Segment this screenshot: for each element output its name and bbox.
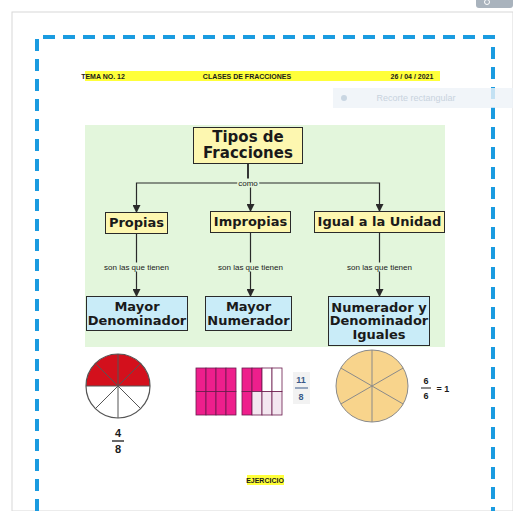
connector-label: son las que tienen (346, 262, 413, 271)
connector (137, 164, 249, 212)
box-text: Tipos de Fracciones (194, 130, 302, 162)
root-box: Tipos de Fracciones (193, 127, 303, 164)
connector (248, 164, 380, 211)
box-text: Mayor Numerador (206, 300, 291, 327)
property-box: Mayor Numerador (205, 296, 292, 331)
equals-one: = 1 (437, 384, 450, 394)
date-text: 26 / 04 / 2021 (391, 73, 434, 80)
box-text: Numerador y Denominador Iguales (329, 301, 429, 342)
denominator: 8 (298, 392, 303, 402)
property-box: Mayor Denominador (86, 296, 188, 331)
fraction-bar (295, 388, 308, 389)
zoom-icon (485, 0, 490, 5)
connector-label: son las que tienen (103, 263, 170, 272)
header-highlight (85, 71, 440, 81)
map-background (85, 125, 445, 347)
numerator: 11 (296, 375, 306, 385)
fraction-bar (421, 388, 431, 389)
denominator: 6 (423, 391, 428, 401)
fraction-grid (196, 368, 282, 415)
category-box: Propias (105, 212, 168, 234)
topic-number: TEMA NO. 12 (81, 73, 125, 80)
ui-overlay-icon (341, 95, 347, 101)
header-title: CLASES DE FRACCIONES (203, 73, 291, 80)
exercise-heading: EJERCICIO (246, 477, 284, 484)
property-box: Numerador y Denominador Iguales (328, 296, 430, 346)
box-text: Propias (109, 216, 164, 230)
fraction-bar (112, 440, 124, 441)
fraction-box (293, 372, 310, 404)
ui-overlay-text: Recorte rectangular (376, 93, 455, 103)
box-text: Impropias (214, 215, 287, 229)
category-box: Igual a la Unidad (314, 211, 445, 233)
numerator: 4 (115, 427, 121, 439)
numerator: 6 (423, 376, 428, 386)
exercise-highlight (247, 475, 284, 485)
connector-label: como (237, 179, 259, 188)
ui-overlay (333, 88, 513, 108)
box-text: Mayor Denominador (87, 300, 187, 327)
zoom-button (476, 0, 513, 8)
window-frame (12, 12, 513, 511)
connector-label: son las que tienen (217, 262, 284, 271)
category-box: Impropias (210, 211, 291, 233)
box-text: Igual a la Unidad (318, 215, 442, 229)
denominator: 8 (115, 443, 121, 455)
pie-chart (86, 354, 150, 418)
sector-circle (336, 350, 408, 422)
dashed-border (37, 37, 493, 511)
